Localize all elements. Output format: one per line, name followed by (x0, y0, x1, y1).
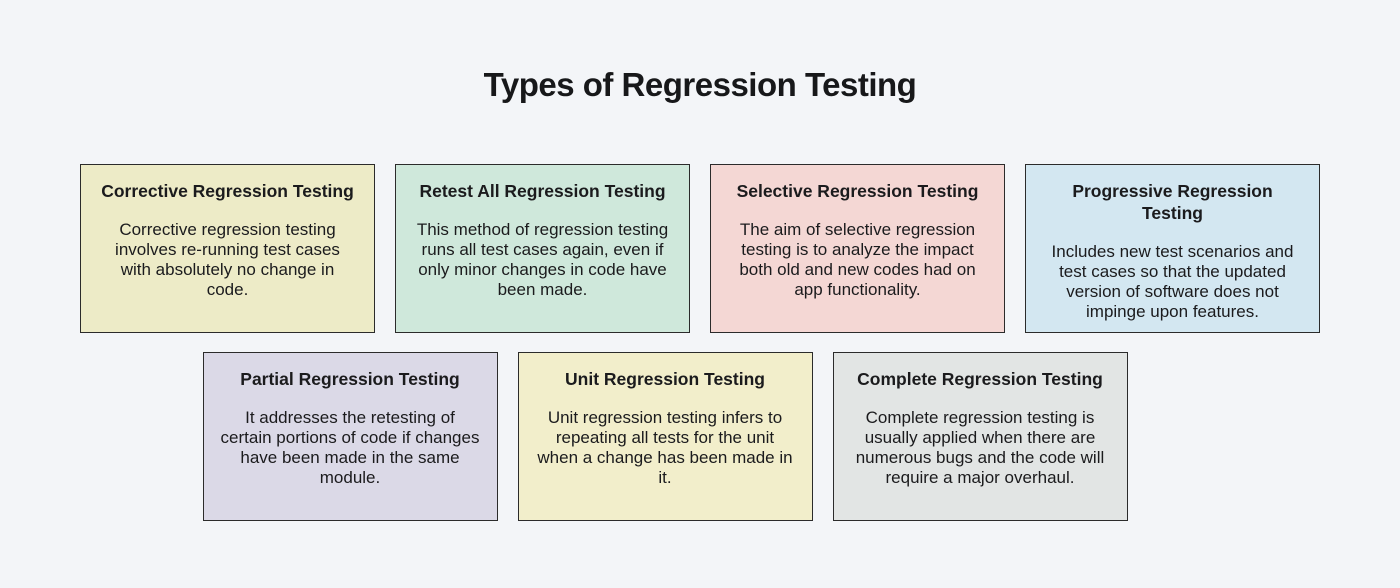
card-rows: Corrective Regression Testing Corrective… (0, 164, 1400, 521)
card-title: Corrective Regression Testing (101, 181, 354, 201)
card-corrective-regression-testing: Corrective Regression Testing Corrective… (80, 164, 375, 333)
card-body: Complete regression testing is usually a… (855, 408, 1105, 487)
card-selective-regression-testing: Selective Regression Testing The aim of … (710, 164, 1005, 333)
card-complete-regression-testing: Complete Regression Testing Complete reg… (832, 352, 1128, 521)
card-title: Complete Regression Testing (857, 369, 1103, 389)
card-body: The aim of selective regression testing … (739, 220, 976, 299)
card-title: Retest All Regression Testing (419, 181, 666, 201)
page-title: Types of Regression Testing (483, 66, 917, 103)
card-body: It addresses the retesting of certain po… (220, 408, 480, 487)
card-body: Includes new test scenarios and test cas… (1051, 242, 1294, 321)
card-progressive-regression-testing: Progressive Regression Testing Includes … (1025, 164, 1320, 333)
card-unit-regression-testing: Unit Regression Testing Unit regression … (517, 352, 813, 521)
card-row-top: Corrective Regression Testing Corrective… (80, 164, 1320, 333)
card-title: Selective Regression Testing (736, 181, 979, 201)
card-body: Unit regression testing infers to repeat… (537, 408, 793, 487)
card-body: This method of regression testing runs a… (416, 220, 669, 299)
card-partial-regression-testing: Partial Regression Testing It addresses … (202, 352, 498, 521)
card-retest-all-regression-testing: Retest All Regression Testing This metho… (395, 164, 690, 333)
card-row-bottom: Partial Regression Testing It addresses … (202, 352, 1128, 521)
card-title: Progressive Regression Testing (1072, 181, 1273, 223)
card-title: Unit Regression Testing (565, 369, 765, 389)
card-title: Partial Regression Testing (240, 369, 460, 389)
card-body: Corrective regression testing involves r… (115, 220, 340, 299)
